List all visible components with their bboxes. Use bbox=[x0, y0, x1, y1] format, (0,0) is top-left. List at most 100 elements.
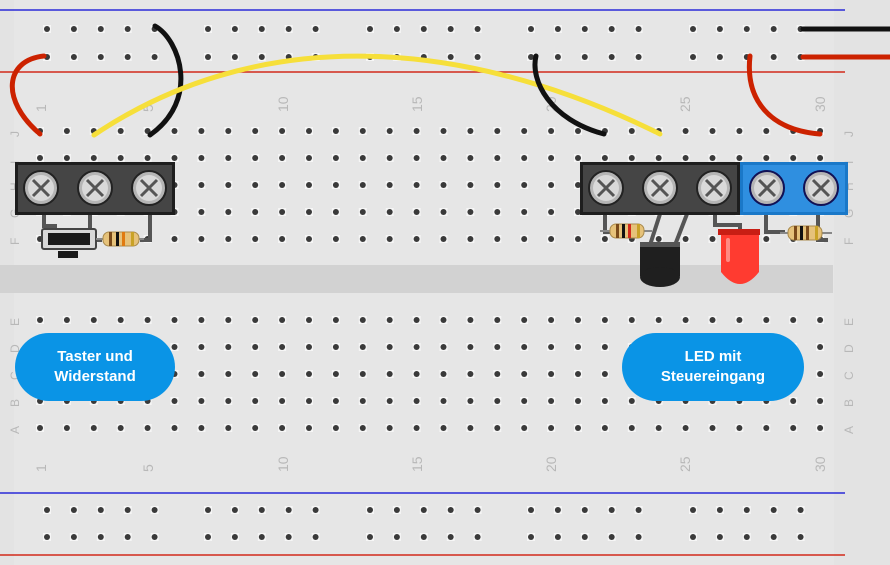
label-taster-und-widerstand: Taster und Widerstand bbox=[15, 333, 175, 401]
breadboard-hole bbox=[278, 424, 287, 432]
breadboard-hole bbox=[305, 127, 313, 135]
column-number: 20 bbox=[543, 456, 559, 472]
breadboard-hole bbox=[446, 533, 455, 541]
row-letter: I bbox=[842, 161, 856, 164]
breadboard-hole bbox=[224, 343, 233, 351]
breadboard-hole bbox=[392, 25, 401, 33]
breadboard-hole bbox=[251, 127, 260, 135]
breadboard-hole bbox=[708, 316, 717, 324]
breadboard-hole bbox=[547, 343, 556, 351]
breadboard-hole bbox=[251, 343, 260, 351]
breadboard-hole bbox=[412, 370, 421, 378]
breadboard-hole bbox=[654, 316, 663, 324]
breadboard-hole bbox=[331, 397, 340, 405]
breadboard-hole bbox=[143, 424, 152, 432]
breadboard-hole bbox=[735, 316, 744, 324]
resistor bbox=[780, 225, 832, 241]
breadboard-hole bbox=[527, 506, 535, 514]
breadboard-hole bbox=[634, 53, 643, 61]
breadboard-hole bbox=[123, 25, 132, 33]
breadboard-hole bbox=[197, 316, 206, 324]
breadboard-hole bbox=[170, 154, 179, 162]
breadboard-hole bbox=[143, 316, 152, 324]
breadboard-hole bbox=[305, 181, 313, 189]
breadboard-hole bbox=[600, 316, 609, 324]
row-letter: H bbox=[842, 182, 856, 191]
breadboard-hole bbox=[654, 154, 663, 162]
breadboard-hole bbox=[251, 208, 260, 216]
breadboard-hole bbox=[331, 424, 340, 432]
breadboard-hole bbox=[197, 208, 206, 216]
breadboard-hole bbox=[331, 154, 340, 162]
column-number: 10 bbox=[275, 96, 291, 112]
column-number: 5 bbox=[140, 104, 156, 112]
breadboard-hole bbox=[789, 424, 798, 432]
breadboard-hole bbox=[224, 127, 233, 135]
breadboard-hole bbox=[204, 53, 212, 61]
breadboard-hole bbox=[689, 533, 697, 541]
breadboard-hole bbox=[473, 533, 482, 541]
breadboard-hole bbox=[204, 533, 212, 541]
breadboard-hole bbox=[96, 506, 105, 514]
breadboard-hole bbox=[466, 235, 475, 243]
breadboard-hole bbox=[681, 424, 690, 432]
breadboard-hole bbox=[62, 127, 71, 135]
breadboard-hole bbox=[553, 25, 562, 33]
breadboard-hole bbox=[419, 25, 428, 33]
breadboard-hole bbox=[466, 397, 475, 405]
wire-red-right bbox=[746, 53, 823, 137]
breadboard-hole bbox=[439, 316, 448, 324]
breadboard-hole bbox=[170, 127, 179, 135]
breadboard-hole bbox=[358, 370, 367, 378]
column-numbers-bottom: 1 5 10 15 20 25 30 bbox=[33, 456, 828, 472]
breadboard-hole bbox=[439, 181, 448, 189]
breadboard-hole bbox=[358, 127, 367, 135]
breadboard-hole bbox=[230, 533, 239, 541]
breadboard-hole bbox=[466, 154, 475, 162]
breadboard-hole bbox=[553, 506, 562, 514]
column-number: 25 bbox=[677, 456, 693, 472]
breadboard-hole bbox=[230, 506, 239, 514]
breadboard-hole bbox=[769, 533, 778, 541]
breadboard-hole bbox=[419, 506, 428, 514]
row-letter: F bbox=[8, 238, 22, 245]
breadboard-hole bbox=[715, 25, 724, 33]
wires bbox=[9, 23, 890, 138]
breadboard-hole bbox=[385, 127, 394, 135]
breadboard-hole bbox=[251, 235, 260, 243]
breadboard-hole bbox=[412, 397, 421, 405]
screw-terminal bbox=[588, 170, 624, 206]
breadboard-hole bbox=[89, 424, 98, 432]
breadboard-hole bbox=[574, 208, 582, 216]
breadboard-hole bbox=[708, 154, 717, 162]
breadboard-hole bbox=[197, 235, 206, 243]
breadboard-hole bbox=[520, 154, 529, 162]
breadboard-hole bbox=[197, 370, 206, 378]
row-letter: D bbox=[842, 344, 856, 353]
breadboard-hole bbox=[331, 235, 340, 243]
breadboard-hole bbox=[681, 316, 690, 324]
breadboard-hole bbox=[412, 235, 421, 243]
breadboard-hole bbox=[520, 424, 529, 432]
breadboard-hole bbox=[527, 25, 535, 33]
breadboard-hole bbox=[358, 343, 367, 351]
row-letter: E bbox=[8, 318, 22, 326]
breadboard-hole bbox=[520, 181, 529, 189]
breadboard-hole bbox=[762, 424, 771, 432]
breadboard-hole bbox=[224, 154, 233, 162]
breadboard-hole bbox=[689, 506, 697, 514]
breadboard-hole bbox=[412, 424, 421, 432]
breadboard-hole bbox=[412, 208, 421, 216]
breadboard-hole bbox=[715, 53, 724, 61]
breadboard-hole bbox=[607, 25, 616, 33]
breadboard-hole bbox=[204, 25, 212, 33]
breadboard-hole bbox=[230, 25, 239, 33]
screw-terminal bbox=[803, 170, 839, 206]
breadboard-hole bbox=[150, 53, 159, 61]
breadboard-hole bbox=[197, 397, 206, 405]
breadboard-hole bbox=[305, 154, 313, 162]
led-module-legs bbox=[603, 213, 828, 246]
breadboard-hole bbox=[278, 208, 287, 216]
breadboard-hole bbox=[735, 154, 744, 162]
